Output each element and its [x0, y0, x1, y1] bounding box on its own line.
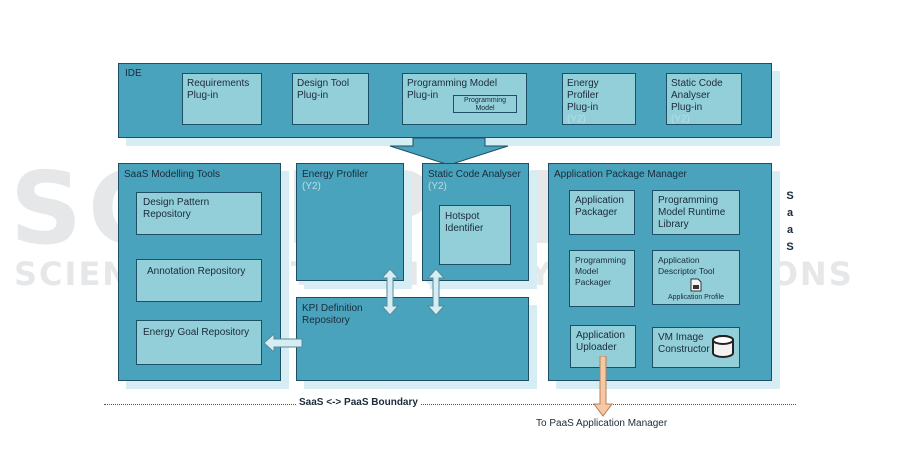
- design-pattern-repository-label: Design Pattern Repository: [143, 197, 210, 220]
- kpi-definition-repository: KPI Definition Repository: [296, 297, 529, 381]
- application-package-manager-title: Application Package Manager: [554, 169, 687, 180]
- static-code-analyser-plugin-tag: (Y2): [671, 114, 690, 125]
- vm-image-constructor: VM Image Constructor: [652, 327, 740, 368]
- requirements-plugin-label: Requirements Plug-in: [187, 78, 250, 101]
- programming-model-runtime-library: Programming Model Runtime Library: [652, 190, 740, 235]
- uploader-to-paas-arrow: [593, 356, 613, 417]
- application-descriptor-tool-label: Application Descriptor Tool: [658, 255, 715, 276]
- energy-profiler-tag: (Y2): [302, 181, 321, 192]
- database-icon: [712, 335, 734, 358]
- energy-profiler-title: Energy Profiler: [302, 169, 369, 180]
- static-code-analyser-plugin: Static Code Analyser Plug-in (Y2): [666, 73, 742, 125]
- energy-profiler-plugin: Energy Profiler Plug-in (Y2): [562, 73, 636, 125]
- static-code-analyser-tag: (Y2): [428, 181, 447, 192]
- static-code-analyser-title: Static Code Analyser: [428, 169, 521, 180]
- paas-application-manager-label: To PaaS Application Manager: [536, 418, 668, 429]
- saas-letter: a: [786, 224, 794, 236]
- document-icon: [690, 278, 702, 292]
- saas-modelling-tools-title: SaaS Modelling Tools: [124, 169, 220, 180]
- requirements-plugin: Requirements Plug-in: [182, 73, 262, 125]
- saas-letter: a: [786, 207, 794, 219]
- energy-profiler-plugin-label: Energy Profiler Plug-in: [567, 78, 599, 113]
- vm-image-constructor-label: VM Image Constructor: [658, 332, 710, 355]
- programming-model-box: Programming Model: [453, 95, 517, 113]
- saas-letter: S: [786, 241, 794, 253]
- design-tool-plugin-label: Design Tool Plug-in: [297, 78, 350, 101]
- programming-model-runtime-library-label: Programming Model Runtime Library: [658, 195, 726, 230]
- application-packager: Application Packager: [569, 190, 635, 235]
- design-pattern-repository: Design Pattern Repository: [136, 192, 262, 235]
- saas-letter: S: [786, 190, 794, 202]
- application-uploader-label: Application Uploader: [576, 330, 625, 353]
- kpi-to-energy-goal-arrow: [263, 332, 303, 354]
- annotation-repository: Annotation Repository: [136, 259, 262, 302]
- saas-paas-boundary-label: SaaS <-> PaaS Boundary: [296, 397, 421, 408]
- ide-down-arrow: [389, 138, 509, 166]
- programming-model-plugin: Programming Model Plug-in Programming Mo…: [402, 73, 527, 125]
- programming-model-plugin-label: Programming Model Plug-in: [407, 78, 498, 101]
- design-tool-plugin: Design Tool Plug-in: [292, 73, 369, 125]
- energy-profiler: Energy Profiler (Y2): [296, 163, 404, 281]
- energy-profiler-plugin-tag: (Y2): [567, 114, 586, 125]
- application-profile-label: Application Profile: [667, 294, 725, 301]
- annotation-repository-label: Annotation Repository: [147, 266, 246, 277]
- kpi-definition-repository-title: KPI Definition Repository: [302, 303, 363, 326]
- energy-profiler-kpi-double-arrow: [380, 268, 400, 316]
- energy-goal-repository-label: Energy Goal Repository: [143, 327, 250, 338]
- application-descriptor-tool: Application Descriptor Tool Application …: [652, 250, 740, 305]
- programming-model-packager-label: Programming Model Packager: [575, 255, 627, 287]
- hotspot-identifier-label: Hotspot Identifier: [445, 211, 484, 234]
- ide-title: IDE: [125, 68, 142, 79]
- application-packager-label: Application Packager: [575, 195, 624, 218]
- saas-paas-boundary-line: [104, 404, 796, 405]
- energy-goal-repository: Energy Goal Repository: [136, 320, 262, 365]
- programming-model-label: Programming Model: [463, 97, 506, 112]
- static-code-analyser-kpi-double-arrow: [426, 268, 446, 316]
- static-code-analyser-plugin-label: Static Code Analyser Plug-in: [671, 78, 723, 113]
- hotspot-identifier: Hotspot Identifier: [439, 205, 511, 265]
- programming-model-packager: Programming Model Packager: [569, 250, 635, 307]
